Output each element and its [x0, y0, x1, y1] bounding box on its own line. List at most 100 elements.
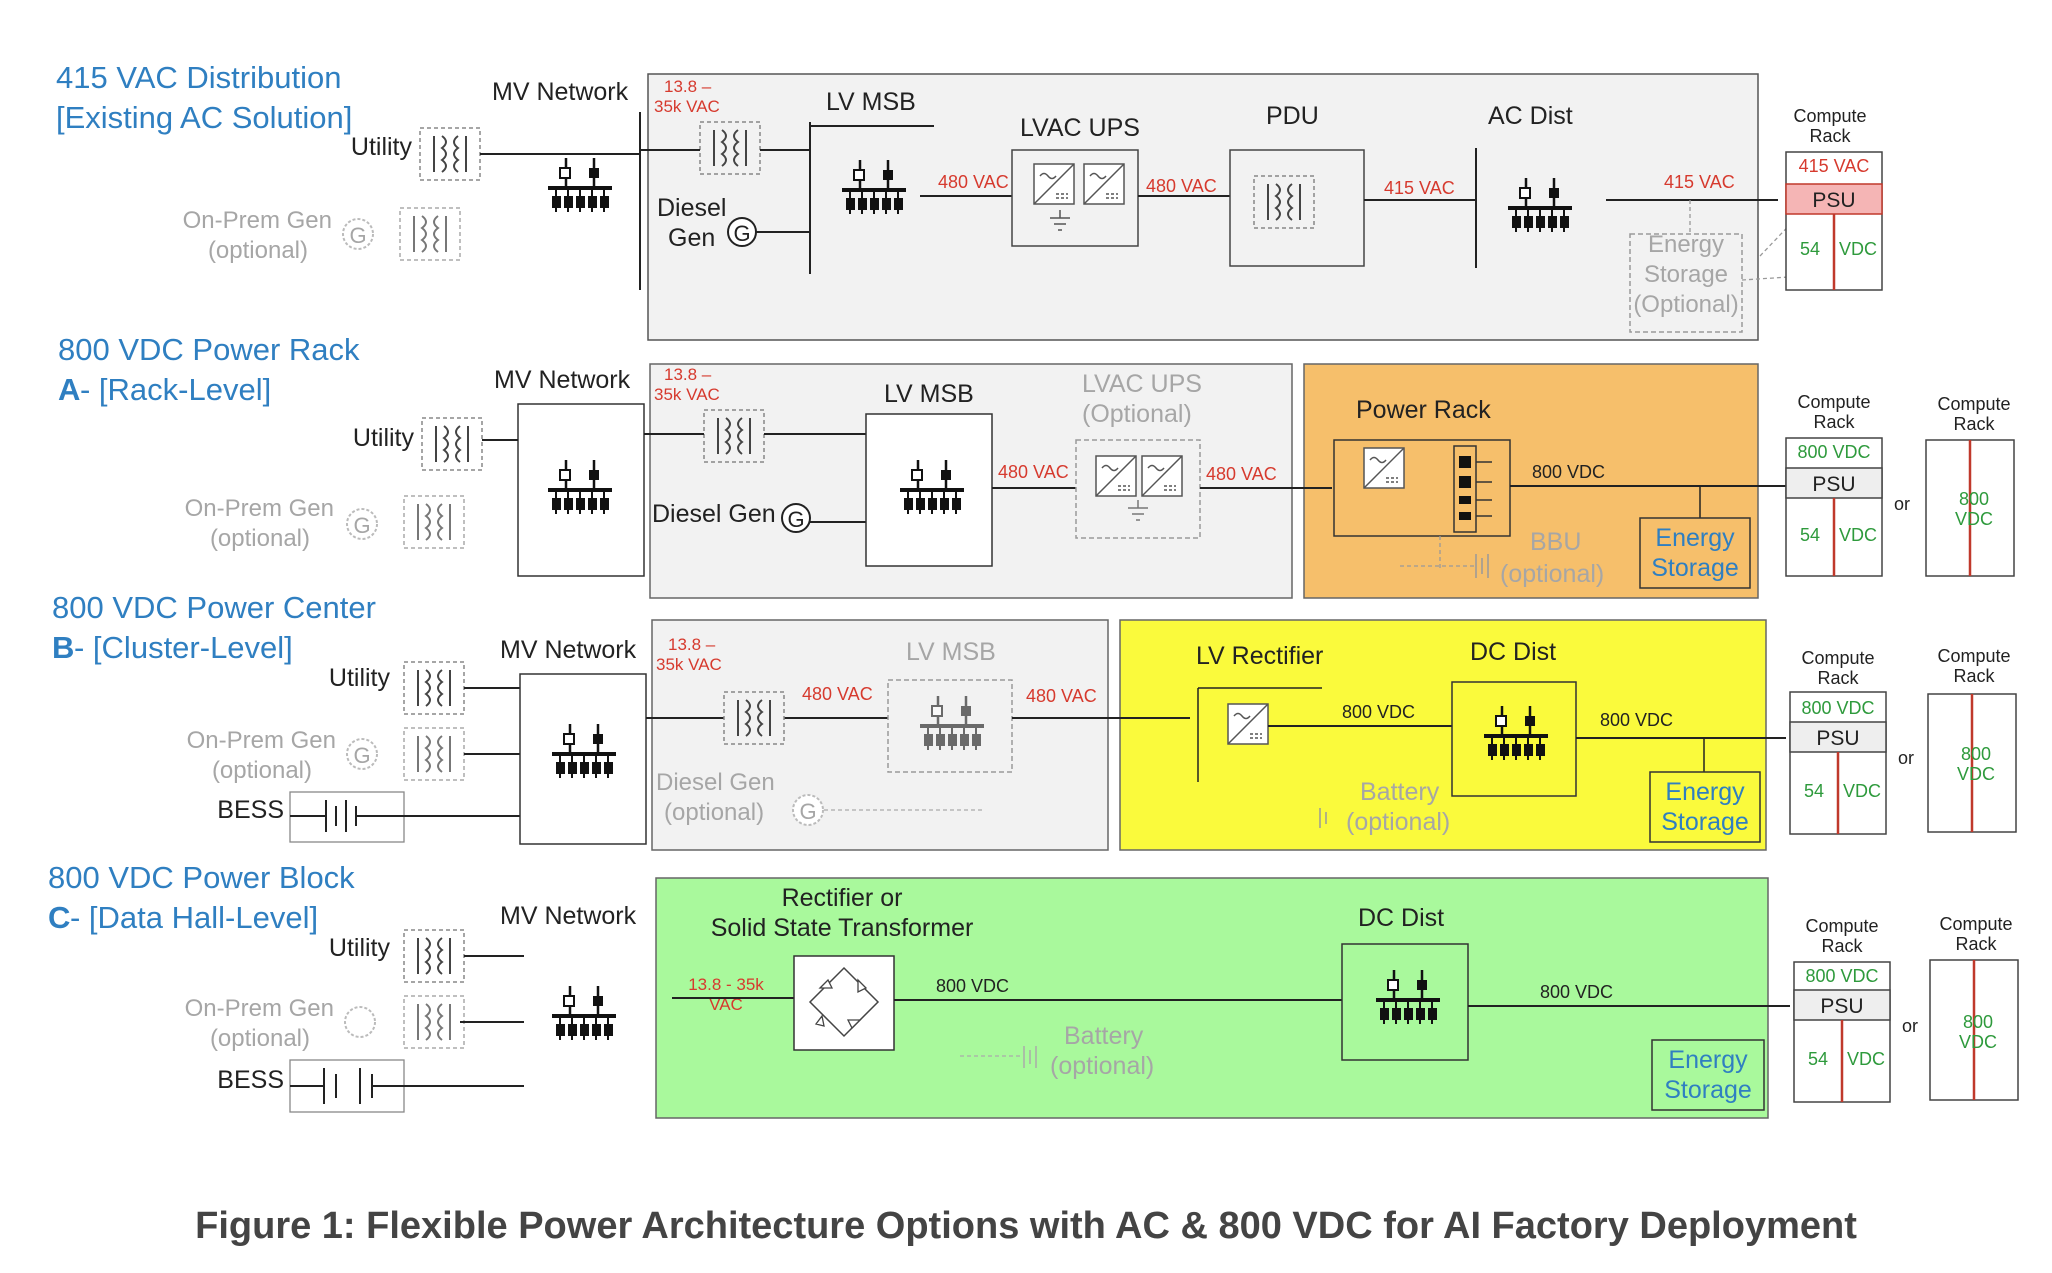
row2-alt-800: 800: [1959, 489, 1989, 509]
row3-alt-800: 800: [1961, 744, 1991, 764]
row4-diode-bridge-icon: [808, 966, 880, 1038]
row4-energy-line2: Storage: [1664, 1076, 1752, 1104]
row4-or-label: or: [1902, 1016, 1918, 1036]
row3-dc-vdc: VDC: [1843, 781, 1881, 801]
row3-mv-voltage-line1: 13.8 –: [668, 635, 716, 654]
row2-compute-line2: Rack: [1813, 412, 1855, 432]
row3-diesel-gen-symbol: G: [799, 799, 816, 824]
row4-onprem-line2: (optional): [210, 1025, 310, 1052]
row4-rectifier-line2: Solid State Transformer: [711, 914, 974, 942]
row3-onprem-gen-icon: [346, 738, 378, 770]
row1-lvac-ups-label: LVAC UPS: [1020, 114, 1140, 142]
row4-alt-vdc: VDC: [1959, 1032, 1997, 1052]
row4-alt-compute-line1: Compute: [1939, 914, 2012, 934]
row4-mv-network-label: MV Network: [500, 902, 637, 930]
row3-psu-label: PSU: [1816, 727, 1859, 750]
row4-onprem-transformer-icon: [403, 995, 465, 1049]
row4-v800-a: 800 VDC: [936, 976, 1009, 996]
row4-rack-input: 800 VDC: [1805, 966, 1878, 986]
row1-energy-line3: (Optional): [1633, 291, 1738, 318]
row4-compute-line2: Rack: [1821, 936, 1863, 956]
row1-v480-b: 480 VAC: [1146, 176, 1217, 196]
row2-dc-vdc: VDC: [1839, 525, 1877, 545]
row2-power-rack-box: [1333, 439, 1511, 537]
row2-mv-voltage-line2: 35k VAC: [654, 385, 720, 404]
row2-title-prefix: A: [58, 372, 80, 407]
row4-alt-compute-line2: Rack: [1955, 934, 1997, 954]
row3-lv-rectifier-label: LV Rectifier: [1196, 642, 1323, 670]
row2-onprem-gen-icon: [346, 508, 378, 540]
row4-bess-label: BESS: [217, 1066, 284, 1094]
row3-mv-voltage-line2: 35k VAC: [656, 655, 722, 674]
row1-onprem-line1: On-Prem Gen: [183, 207, 332, 234]
row3-gray-panel: [651, 619, 1109, 851]
row4-psu-label: PSU: [1820, 995, 1863, 1018]
row4-psu-box: [1793, 989, 1891, 1021]
row3-diesel-line1: Diesel Gen: [656, 769, 775, 796]
row1-v480-a: 480 VAC: [938, 172, 1009, 192]
row1-psu-box: [1785, 183, 1883, 215]
row4-v800-b: 800 VDC: [1540, 982, 1613, 1002]
row3-alt-compute-line1: Compute: [1937, 646, 2010, 666]
row3-or-label: or: [1898, 748, 1914, 768]
row1-mv-switchgear-icon: [546, 156, 614, 214]
row3-title-prefix: B: [52, 630, 74, 665]
row2-energy-line1: Energy: [1655, 524, 1735, 552]
row2-ups-converter-2-icon: [1141, 455, 1183, 497]
row3-energy-line2: Storage: [1661, 808, 1749, 836]
row1-psu-label: PSU: [1812, 189, 1855, 212]
row-power-rack: 800 VDC Power Rack A - [Rack-Level] Util…: [58, 332, 2015, 599]
row1-dc-vdc: VDC: [1839, 239, 1877, 259]
row4-title-line2: - [Data Hall-Level]: [70, 900, 318, 935]
row3-lv-rectifier-icon: [1227, 703, 1269, 745]
row3-battery-icon: [290, 800, 404, 832]
row-415vac: 415 VAC Distribution [Existing AC Soluti…: [56, 60, 1883, 341]
row3-lv-msb-box: [887, 679, 1013, 773]
row2-power-rack-label: Power Rack: [1356, 396, 1491, 424]
row4-dc-dist-label: DC Dist: [1358, 904, 1444, 932]
row3-mv-network-label: MV Network: [500, 636, 637, 664]
row3-energy-line1: Energy: [1665, 778, 1745, 806]
row2-bbu-line1: BBU: [1530, 528, 1581, 556]
row2-rack-input: 800 VDC: [1797, 442, 1870, 462]
row-power-center: 800 VDC Power Center B - [Cluster-Level]…: [52, 590, 2017, 851]
row1-v415-a: 415 VAC: [1384, 178, 1455, 198]
row3-dc-dist-label: DC Dist: [1470, 638, 1556, 666]
row2-v480-a: 480 VAC: [998, 462, 1069, 482]
row3-onprem-transformer-icon: [403, 727, 465, 781]
row2-diesel-gen-symbol: G: [787, 507, 804, 532]
row2-alt-vdc: VDC: [1955, 509, 1993, 529]
row4-utility-label: Utility: [329, 934, 391, 962]
row1-pdu-box: [1229, 149, 1365, 267]
row2-onprem-gen-symbol: G: [353, 513, 370, 538]
row4-title-line1: 800 VDC Power Block: [48, 860, 355, 895]
row3-diesel-gen-icon: [792, 794, 824, 826]
row2-rectifier-icon: [1363, 447, 1405, 489]
row4-battery-icon: [290, 1068, 404, 1104]
row1-pdu-label: PDU: [1266, 102, 1319, 130]
row1-ac-dist-label: AC Dist: [1488, 102, 1573, 130]
row4-mv-voltage-line2: VAC: [709, 995, 743, 1014]
row1-mv-network-label: MV Network: [492, 78, 629, 106]
row4-rectifier-line1: Rectifier or: [782, 884, 903, 912]
row1-mv-voltage-line2: 35k VAC: [654, 97, 720, 116]
row1-energy-storage-box: [1629, 233, 1743, 333]
row3-onprem-line1: On-Prem Gen: [187, 727, 336, 754]
row2-v800: 800 VDC: [1532, 462, 1605, 482]
row3-battery-line2: (optional): [1346, 808, 1450, 836]
row1-compute-line2: Rack: [1809, 126, 1851, 146]
row4-dc-dist-box: [1341, 943, 1469, 1061]
row3-lv-msb-label: LV MSB: [906, 638, 996, 666]
row1-energy-line2: Storage: [1644, 261, 1728, 288]
row2-psu-label: PSU: [1812, 473, 1855, 496]
row1-diesel-line2: Gen: [668, 224, 715, 252]
row3-onprem-gen-symbol: G: [353, 743, 370, 768]
row1-ups-converter-1-icon: [1033, 163, 1075, 205]
row2-ups-converter-1-icon: [1095, 455, 1137, 497]
row1-lv-msb-label: LV MSB: [826, 88, 916, 116]
row3-diesel-line2: (optional): [664, 799, 764, 826]
row4-utility-transformer-icon: [403, 929, 465, 983]
row2-mv-voltage-line1: 13.8 –: [664, 365, 712, 384]
row1-title-line1: 415 VAC Distribution: [56, 60, 341, 95]
